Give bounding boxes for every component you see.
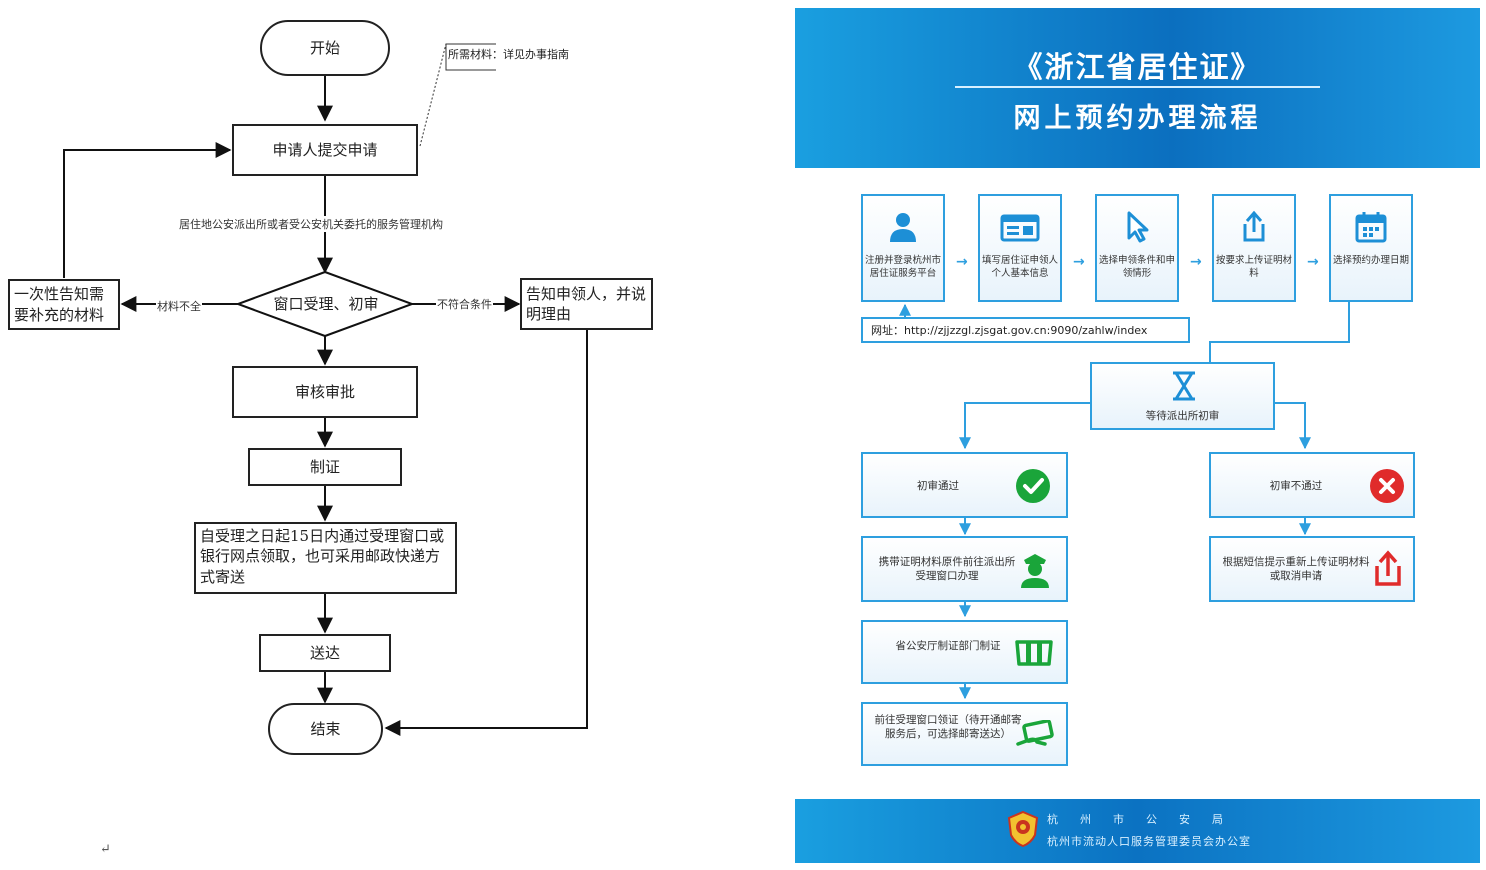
hourglass-icon — [1167, 370, 1201, 405]
bring-node: 携带证明材料原件前往派出所受理窗口办理 — [861, 536, 1068, 602]
poster-subtitle: 网上预约办理流程 — [1013, 103, 1262, 134]
produce-node: 制证 — [248, 448, 402, 486]
reupload-node: 根据短信提示重新上传证明材料或取消申请 — [1209, 536, 1415, 602]
end-label: 结束 — [310, 719, 341, 738]
review-diamond — [235, 270, 415, 338]
start-node: 开始 — [260, 20, 390, 76]
card-print-icon — [1015, 638, 1053, 671]
notify-node: 告知申领人，并说明理由 — [520, 278, 653, 330]
approve-label: 审核审批 — [294, 382, 355, 401]
flowchart-connectors — [63, 43, 588, 736]
reupload-label: 根据短信提示重新上传证明材料或取消申请 — [1222, 556, 1370, 582]
poster-connectors — [899, 302, 1350, 700]
collect-label: 前往受理窗口领证（待开通邮寄服务后，可选择邮寄送达） — [874, 714, 1022, 740]
police-officer-icon — [1017, 550, 1053, 593]
make-node: 省公安厅制证部门制证 — [861, 620, 1068, 684]
submit-label: 申请人提交申请 — [272, 140, 378, 159]
agency-label: 居住地公安派出所或者受公安机关委托的服务管理机构 — [178, 216, 444, 232]
fail-node: 初审不通过 — [1209, 452, 1415, 518]
step-text: 填写居住证申领人个人基本信息 — [982, 255, 1059, 279]
step-text: 按要求上传证明材料 — [1216, 255, 1293, 279]
collect-node: 前往受理窗口领证（待开通邮寄服务后，可选择邮寄送达） — [861, 702, 1068, 766]
wait-label: 等待派出所初审 — [1145, 410, 1220, 422]
arrow-right-icon: → — [1307, 254, 1319, 270]
arrow-right-icon: → — [1073, 254, 1085, 270]
upload-icon — [1371, 550, 1405, 591]
pass-node: 初审通过 — [861, 452, 1068, 518]
calendar-icon — [1331, 210, 1411, 244]
pickup-node: 自受理之日起15日内通过受理窗口或银行网点领取，也可采用邮政快递方式寄送 — [194, 522, 457, 594]
url-box[interactable]: 网址：http://zjjzzgl.zjsgat.gov.cn:9090/zah… — [861, 317, 1190, 343]
id-card-icon — [980, 210, 1060, 244]
step-select-date: 选择预约办理日期 — [1329, 194, 1413, 302]
pickup-label: 自受理之日起15日内通过受理窗口或银行网点领取，也可采用邮政快递方式寄送 — [200, 527, 445, 586]
step-text: 选择预约办理日期 — [1333, 255, 1410, 266]
paragraph-mark: ↵ — [100, 842, 111, 857]
arrow-right-icon: → — [1190, 254, 1202, 270]
poster-title: 《浙江省居住证》 — [1013, 50, 1262, 84]
approve-node: 审核审批 — [232, 366, 418, 418]
step-text: 注册并登录杭州市居住证服务平台 — [865, 255, 942, 279]
police-emblem-icon — [1007, 810, 1039, 848]
start-label: 开始 — [309, 38, 340, 57]
footer-org-name: 杭州市公安局 — [1047, 813, 1245, 826]
step-select-conditions: 选择申领条件和申领情形 — [1095, 194, 1179, 302]
upload-icon — [1214, 210, 1294, 244]
review-window-label: 窗口受理、初审 — [273, 294, 379, 313]
user-icon — [863, 210, 943, 244]
cursor-icon — [1097, 210, 1177, 244]
note-label: 所需材料：详见办事指南 — [448, 48, 569, 61]
checkmark-icon — [1015, 468, 1051, 507]
ineligible-label: 不符合条件 — [436, 296, 493, 312]
submit-node: 申请人提交申请 — [232, 124, 418, 176]
deliver-label: 送达 — [309, 643, 340, 662]
supplement-node: 一次性告知需要补充的材料 — [8, 279, 120, 330]
produce-label: 制证 — [309, 457, 340, 476]
make-label: 省公安厅制证部门制证 — [895, 640, 1001, 652]
arrow-right-icon: → — [956, 254, 968, 270]
step-register: 注册并登录杭州市居住证服务平台 — [861, 194, 945, 302]
step-text: 选择申领条件和申领情形 — [1099, 255, 1176, 279]
wait-node: 等待派出所初审 — [1090, 362, 1275, 430]
left-flowchart: 开始 申请人提交申请 所需材料：详见办事指南 居住地公安派出所或者受公安机关委托… — [8, 20, 653, 857]
poster-header: 《浙江省居住证》 网上预约办理流程 — [795, 8, 1480, 168]
supplement-label: 一次性告知需要补充的材料 — [14, 285, 105, 324]
fail-label: 初审不通过 — [1269, 480, 1323, 492]
title-divider — [955, 86, 1320, 88]
notify-label: 告知申领人，并说明理由 — [526, 284, 647, 323]
cross-icon — [1369, 468, 1405, 507]
deliver-node: 送达 — [259, 634, 391, 672]
pass-label: 初审通过 — [917, 480, 959, 492]
step-upload: 按要求上传证明材料 — [1212, 194, 1296, 302]
step-fill-info: 填写居住证申领人个人基本信息 — [978, 194, 1062, 302]
end-node: 结束 — [268, 703, 383, 755]
card-hand-icon — [1015, 719, 1055, 755]
poster: 《浙江省居住证》 网上预约办理流程 注册并登录杭州市居住证服务平台 → — [795, 8, 1480, 863]
incomplete-label: 材料不全 — [156, 298, 202, 314]
footer-org-subname: 杭州市流动人口服务管理委员会办公室 — [1047, 835, 1251, 848]
poster-footer: 杭州市公安局 杭州市流动人口服务管理委员会办公室 — [795, 799, 1480, 863]
bring-label: 携带证明材料原件前往派出所受理窗口办理 — [878, 556, 1016, 582]
